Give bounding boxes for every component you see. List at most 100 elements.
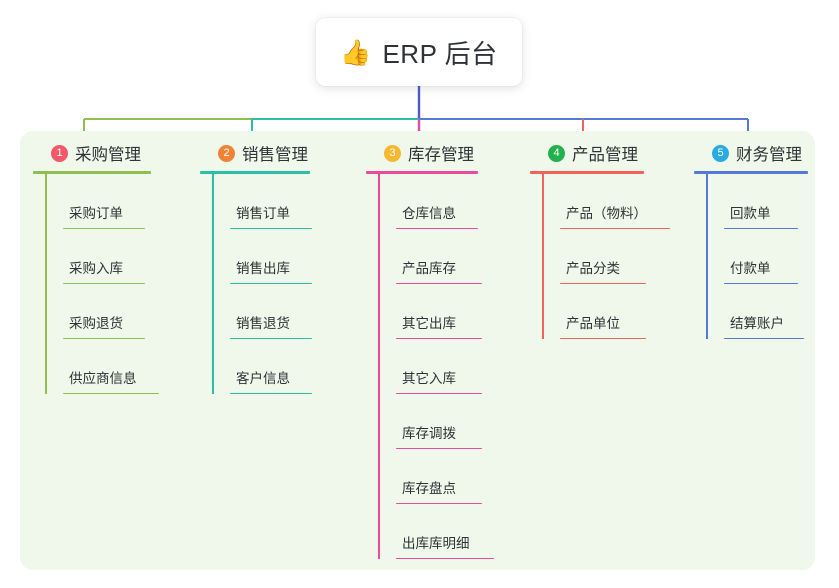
leaf-underline [230,282,312,284]
branch-title: 销售管理 [242,146,308,164]
leaf-underline [230,227,312,229]
branch-header-5[interactable]: 5 财务管理 [694,140,808,166]
branch-spine [212,174,214,394]
branch-leaf-item[interactable]: 产品分类 [560,229,670,284]
branch-title: 财务管理 [736,146,802,164]
branch-leaf-item[interactable]: 产品库存 [396,229,494,284]
leaf-underline [396,337,482,339]
branch-items: 产品（物料） 产品分类产品单位 [542,174,670,339]
leaf-label: 回款单 [730,205,771,221]
branch-items: 回款单付款单结算账户 [706,174,808,339]
branch-leaf-item[interactable]: 采购入库 [63,229,159,284]
branch-spine [378,174,380,559]
leaf-label: 结算账户 [730,315,784,331]
branch-underline [200,171,310,174]
leaf-label: 产品分类 [566,260,620,276]
leaf-label: 销售订单 [236,205,290,221]
root-node-card[interactable]: 👍 ERP 后台 [316,18,522,86]
leaf-underline [230,392,312,394]
leaf-underline [230,337,312,339]
leaf-underline [63,227,145,229]
branch-leaf-item[interactable]: 产品单位 [560,284,670,339]
leaf-underline [560,282,646,284]
branch-leaf-item[interactable]: 供应商信息 [63,339,159,394]
leaf-label: 产品库存 [402,260,456,276]
leaf-underline [396,227,478,229]
branch-number-badge: 3 [384,144,401,162]
branch-spine [706,174,708,339]
branch-column-5: 5 财务管理回款单付款单结算账户 [694,140,808,339]
branch-title: 库存管理 [408,146,474,164]
branch-leaf-item[interactable]: 库存调拨 [396,394,494,449]
leaf-label: 产品单位 [566,315,620,331]
branch-leaf-item[interactable]: 采购订单 [63,174,159,229]
leaf-label: 销售出库 [236,260,290,276]
leaf-underline [396,282,482,284]
branch-title: 产品管理 [572,146,638,164]
leaf-underline [63,337,145,339]
leaf-underline [396,557,494,559]
branch-number-badge: 1 [51,144,68,162]
leaf-label: 客户信息 [236,370,290,386]
leaf-label: 产品（物料） [566,205,647,221]
leaf-label: 销售退货 [236,315,290,331]
leaf-underline [63,392,159,394]
leaf-label: 采购退货 [69,315,123,331]
branch-leaf-item[interactable]: 销售出库 [230,229,312,284]
branch-header-3[interactable]: 3 库存管理 [366,140,494,166]
leaf-label: 仓库信息 [402,205,456,221]
leaf-label: 其它入库 [402,370,456,386]
leaf-label: 其它出库 [402,315,456,331]
branch-items: 采购订单采购入库采购退货供应商信息 [45,174,159,394]
branch-spine [542,174,544,339]
branch-header-4[interactable]: 4 产品管理 [530,140,670,166]
branch-leaf-item[interactable]: 出库库明细 [396,504,494,559]
branch-column-1: 1 采购管理采购订单采购入库采购退货供应商信息 [33,140,159,394]
branch-leaf-item[interactable]: 销售退货 [230,284,312,339]
leaf-label: 采购订单 [69,205,123,221]
branch-leaf-item[interactable]: 结算账户 [724,284,808,339]
branch-underline [694,171,808,174]
branch-leaf-item[interactable]: 付款单 [724,229,808,284]
branch-underline [33,171,151,174]
leaf-underline [724,337,804,339]
branch-items: 销售订单销售出库销售退货客户信息 [212,174,312,394]
leaf-underline [560,337,646,339]
leaf-label: 库存盘点 [402,480,456,496]
leaf-underline [396,502,482,504]
branch-column-4: 4 产品管理产品（物料） 产品分类产品单位 [530,140,670,339]
branch-leaf-item[interactable]: 销售订单 [230,174,312,229]
branch-column-2: 2 销售管理销售订单销售出库销售退货客户信息 [200,140,312,394]
branch-number-badge: 2 [218,144,235,162]
branch-spine [45,174,47,394]
branch-header-2[interactable]: 2 销售管理 [200,140,312,166]
branch-leaf-item[interactable]: 仓库信息 [396,174,494,229]
branch-leaf-item[interactable]: 产品（物料） [560,174,670,229]
branch-header-1[interactable]: 1 采购管理 [33,140,159,166]
branch-number-badge: 4 [548,144,565,162]
leaf-underline [724,227,798,229]
branch-items: 仓库信息产品库存其它出库其它入库库存调拨库存盘点出库库明细 [378,174,494,559]
leaf-label: 付款单 [730,260,771,276]
branch-leaf-item[interactable]: 客户信息 [230,339,312,394]
leaf-underline [560,227,670,229]
branch-underline [530,171,644,174]
leaf-label: 出库库明细 [402,535,470,551]
root-node-title: ERP 后台 [382,38,498,69]
branch-leaf-item[interactable]: 其它入库 [396,339,494,394]
branches-panel [20,131,815,570]
branch-title: 采购管理 [75,146,141,164]
leaf-label: 库存调拨 [402,425,456,441]
branch-underline [366,171,478,174]
leaf-underline [396,447,482,449]
branch-leaf-item[interactable]: 采购退货 [63,284,159,339]
branch-leaf-item[interactable]: 其它出库 [396,284,494,339]
branch-number-badge: 5 [712,144,729,162]
thumbs-up-icon: 👍 [340,38,372,67]
leaf-label: 供应商信息 [69,370,137,386]
branch-column-3: 3 库存管理仓库信息产品库存其它出库其它入库库存调拨库存盘点出库库明细 [366,140,494,559]
leaf-underline [724,282,798,284]
branch-leaf-item[interactable]: 回款单 [724,174,808,229]
leaf-underline [63,282,145,284]
branch-leaf-item[interactable]: 库存盘点 [396,449,494,504]
